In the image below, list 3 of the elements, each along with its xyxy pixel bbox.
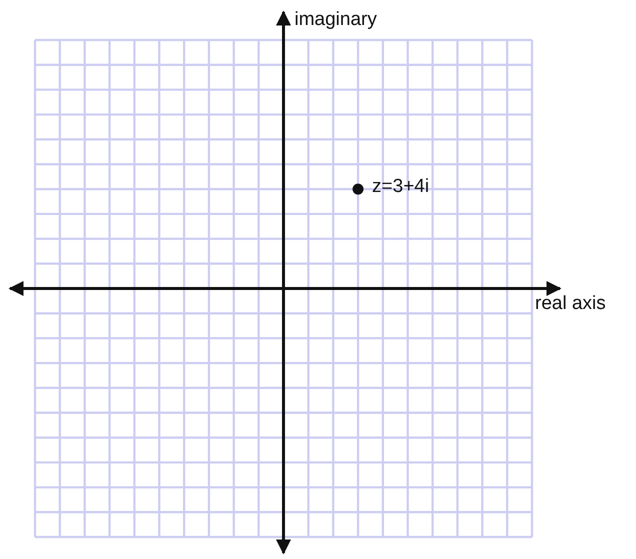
axis-label: real axis <box>535 294 606 315</box>
axis-label: imaginary <box>294 10 377 31</box>
point-label: z=3+4i <box>372 177 430 198</box>
